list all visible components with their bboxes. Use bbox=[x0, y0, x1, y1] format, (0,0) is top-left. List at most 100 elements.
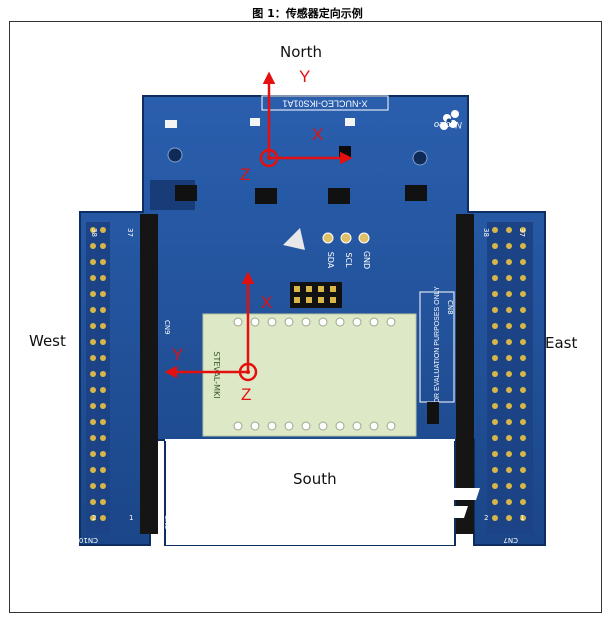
module-pad bbox=[301, 317, 311, 327]
header-pin bbox=[100, 467, 106, 473]
header-pin bbox=[492, 259, 498, 265]
header-pin bbox=[492, 387, 498, 393]
header-pin bbox=[100, 435, 106, 441]
header-pin bbox=[100, 355, 106, 361]
header-pin bbox=[100, 227, 106, 233]
header-pin bbox=[492, 419, 498, 425]
label-1-left: 1 bbox=[129, 514, 133, 522]
module-pad bbox=[369, 317, 379, 327]
header-pin bbox=[492, 499, 498, 505]
header-pin bbox=[492, 403, 498, 409]
header-pin bbox=[492, 467, 498, 473]
header-pin bbox=[294, 297, 300, 303]
header-pin bbox=[100, 483, 106, 489]
axis-module-y-label: Y bbox=[172, 345, 183, 364]
jumper-jp4 bbox=[328, 188, 350, 204]
header-pin bbox=[520, 243, 526, 249]
header-pin bbox=[90, 419, 96, 425]
header-pin bbox=[90, 227, 96, 233]
header-pin bbox=[492, 355, 498, 361]
header-pin bbox=[330, 297, 336, 303]
header-pin bbox=[90, 371, 96, 377]
axis-module-x-label: X bbox=[261, 293, 272, 312]
nucleo-logo bbox=[440, 110, 459, 130]
header-pin bbox=[100, 275, 106, 281]
label-cn5: CN5 bbox=[163, 515, 171, 530]
direction-south: South bbox=[293, 470, 337, 488]
header-pin bbox=[100, 403, 106, 409]
header-pin bbox=[506, 515, 512, 521]
board-top-label: X-NUCLEO-IKS01A1 bbox=[282, 99, 367, 109]
label-37-left: 37 bbox=[126, 228, 134, 237]
header-pin bbox=[506, 291, 512, 297]
header-pin bbox=[520, 339, 526, 345]
module-pad bbox=[301, 421, 311, 431]
header-pin bbox=[520, 435, 526, 441]
header-pin bbox=[506, 419, 512, 425]
module-pad bbox=[233, 317, 243, 327]
header-pin bbox=[506, 451, 512, 457]
header-pin bbox=[520, 483, 526, 489]
header-pin bbox=[492, 435, 498, 441]
header-pin bbox=[90, 387, 96, 393]
axis-top-z-label: Z bbox=[240, 165, 250, 184]
header-pin bbox=[100, 243, 106, 249]
header-pin bbox=[506, 307, 512, 313]
header-pin bbox=[520, 403, 526, 409]
label-cn9: CN9 bbox=[163, 320, 171, 335]
header-pin bbox=[492, 451, 498, 457]
header-pin bbox=[90, 291, 96, 297]
header-pin bbox=[100, 515, 106, 521]
label-37-right: 37 bbox=[518, 228, 526, 237]
header-pin bbox=[506, 275, 512, 281]
header-pin bbox=[506, 259, 512, 265]
header-pin bbox=[492, 307, 498, 313]
header-pin bbox=[492, 291, 498, 297]
header-pin bbox=[90, 515, 96, 521]
header-pin bbox=[492, 227, 498, 233]
header-pin bbox=[492, 371, 498, 377]
module-pads bbox=[233, 317, 396, 431]
right-outer-header bbox=[487, 222, 533, 534]
pin-gnd: GND bbox=[362, 251, 371, 269]
module-pad bbox=[233, 421, 243, 431]
module-pad bbox=[318, 317, 328, 327]
label-cn8: CN8 bbox=[446, 300, 454, 315]
sensor-u1 bbox=[167, 147, 183, 163]
header-pin bbox=[100, 387, 106, 393]
sensor-u2 bbox=[339, 146, 351, 158]
label-cn6: CN6 bbox=[446, 455, 454, 470]
direction-east: East bbox=[545, 334, 578, 352]
st-logo bbox=[436, 488, 480, 518]
scl-pad bbox=[340, 232, 352, 244]
header-pin bbox=[318, 297, 324, 303]
header-pin bbox=[90, 435, 96, 441]
module-pad bbox=[250, 421, 260, 431]
direction-north: North bbox=[280, 43, 322, 61]
pin-sda: SDA bbox=[326, 252, 335, 269]
jumper-jp2 bbox=[255, 188, 277, 204]
header-pin bbox=[506, 371, 512, 377]
module-pad bbox=[335, 421, 345, 431]
module-pad bbox=[250, 317, 260, 327]
left-inner-connector bbox=[140, 214, 158, 534]
jumper-jp3 bbox=[405, 185, 427, 201]
header-pin bbox=[90, 467, 96, 473]
header-pin bbox=[100, 499, 106, 505]
module-pad bbox=[369, 421, 379, 431]
axis-triad-top bbox=[259, 71, 353, 168]
header-pin bbox=[520, 227, 526, 233]
header-pin bbox=[306, 286, 312, 292]
header-pin bbox=[90, 403, 96, 409]
gnd-pad bbox=[358, 232, 370, 244]
nucleo-brand: Nucleo bbox=[434, 120, 462, 130]
label-cn10: CN10 bbox=[79, 536, 98, 544]
header-pin bbox=[90, 259, 96, 265]
left-outer-header bbox=[86, 222, 110, 534]
direction-west: West bbox=[29, 332, 66, 350]
header-pin bbox=[520, 275, 526, 281]
header-pin bbox=[506, 227, 512, 233]
header-pin bbox=[90, 451, 96, 457]
left-outer-pins bbox=[90, 227, 106, 521]
header-pin bbox=[520, 355, 526, 361]
